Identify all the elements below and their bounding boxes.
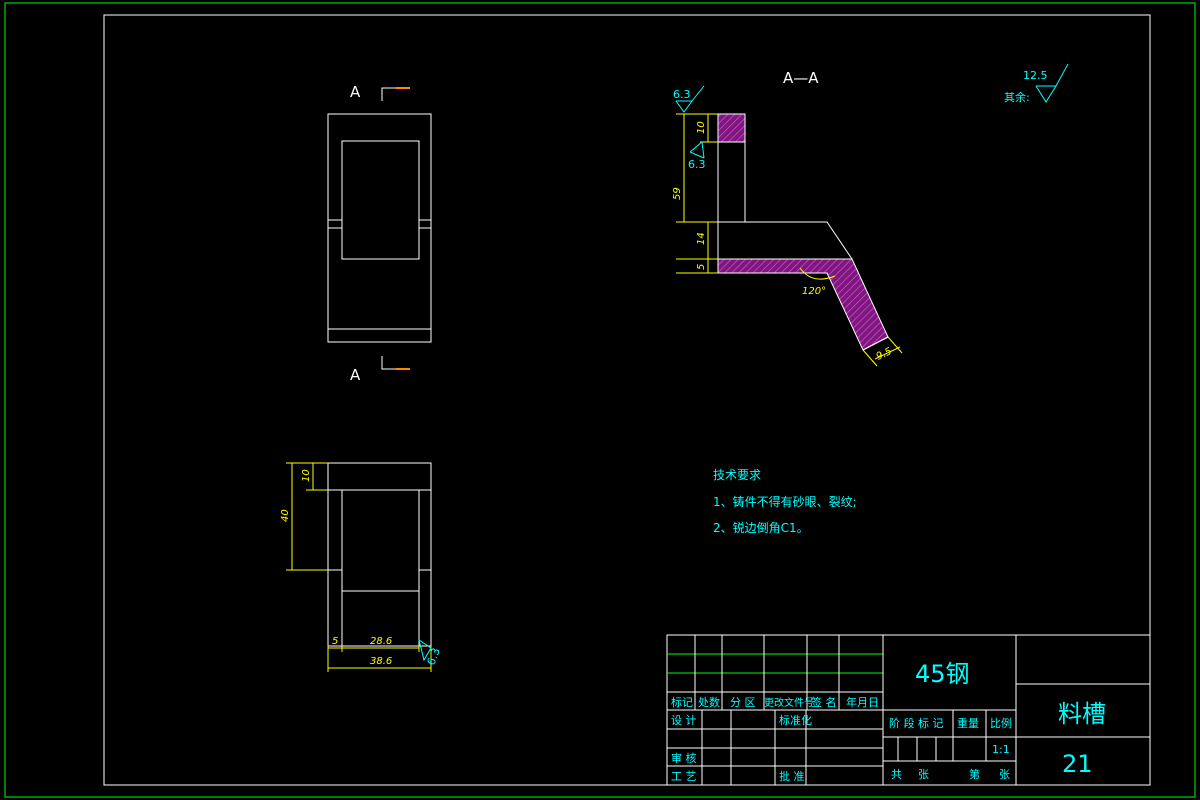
tb-stage-mark: 阶 段 标 记: [889, 716, 944, 730]
roughness-other-value: 12.5: [1023, 69, 1048, 82]
tb-total-label: 共: [891, 768, 902, 781]
notes-item-1: 1、铸件不得有砂眼、裂纹;: [713, 494, 857, 509]
dim-side-9-5: 9.5: [875, 346, 894, 363]
tb-header-count: 处数: [698, 696, 720, 709]
dim-bottom-5: 5: [332, 636, 338, 647]
front-view: [327, 87, 432, 370]
roughness-symbol-top: [675, 85, 705, 113]
bottom-dimensions: [286, 462, 432, 672]
tb-header-date: 年月日: [846, 695, 879, 709]
tb-sheet-label: 第: [969, 767, 980, 781]
bottom-view: [327, 462, 432, 647]
tb-drawing-no: 21: [1062, 750, 1093, 778]
notes-title: 技术要求: [713, 468, 761, 482]
tb-sheet-unit: 张: [999, 768, 1010, 781]
dim-side-angle: 120°: [802, 286, 826, 297]
dim-side-59: 59: [672, 187, 683, 200]
outer-frame: [4, 2, 1196, 798]
dim-bottom-38-6: 38.6: [370, 656, 392, 667]
tb-weight: 重量: [957, 716, 979, 730]
tb-header-sign: 签 名: [811, 695, 837, 709]
tb-design: 设 计: [671, 714, 697, 727]
tb-sheets-label: 张: [918, 768, 929, 781]
roughness-symbol-mid: [689, 141, 705, 159]
title-block: [666, 634, 1151, 786]
section-view: [717, 113, 889, 351]
dim-side-14: 14: [696, 232, 707, 245]
roughness-other-label: 其余:: [1004, 90, 1030, 104]
dim-side-10: 10: [696, 121, 707, 134]
dim-bottom-10: 10: [301, 469, 312, 482]
tb-approve: 批 准: [779, 769, 805, 783]
tb-scale-value: 1:1: [992, 743, 1010, 756]
tb-process: 工 艺: [671, 770, 697, 783]
section-label-top: A: [350, 83, 361, 101]
dim-side-5: 5: [696, 264, 707, 270]
dim-bottom-28-6: 28.6: [370, 636, 392, 647]
roughness-top-value: 6.3: [673, 88, 691, 101]
dim-bottom-40: 40: [280, 509, 291, 522]
notes-item-2: 2、锐边倒角C1。: [713, 521, 809, 535]
tb-header-zone: 分 区: [730, 696, 756, 709]
section-title: A—A: [783, 69, 819, 87]
roughness-bottom-value: 6.3: [425, 646, 443, 667]
roughness-mid-value: 6.3: [688, 158, 706, 171]
tb-part-name: 料槽: [1058, 700, 1106, 728]
roughness-other-symbol: [1035, 63, 1069, 103]
tb-header-change-doc: 更改文件号: [764, 696, 814, 709]
section-label-bottom: A: [350, 366, 361, 384]
section-dimensions: [676, 113, 903, 367]
tb-standardize: 标准化: [779, 713, 812, 727]
inner-frame: [103, 14, 1151, 786]
tb-header-mark: 标记: [671, 695, 693, 709]
tb-scale-label: 比例: [990, 716, 1012, 730]
tb-review: 审 核: [671, 751, 697, 765]
tb-material: 45钢: [915, 660, 970, 688]
